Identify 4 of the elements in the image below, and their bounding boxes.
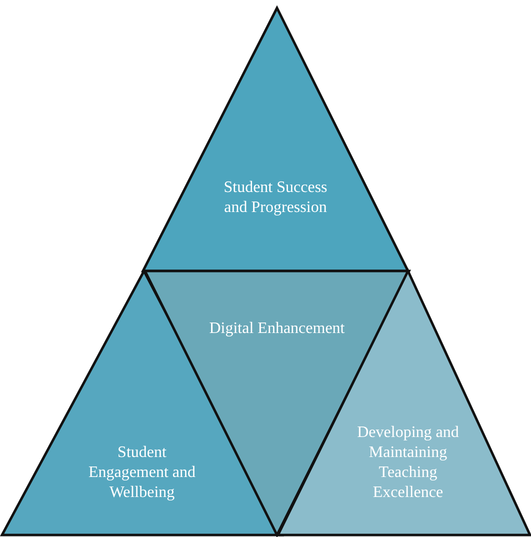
panel-label: Developing and Maintaining Teaching Excellence (356, 423, 460, 503)
panel-label: Digital Enhancement (208, 319, 346, 339)
panel-label: Student Success and Progression (223, 178, 328, 218)
panel-label: Student Engagement and Wellbeing (87, 443, 197, 503)
